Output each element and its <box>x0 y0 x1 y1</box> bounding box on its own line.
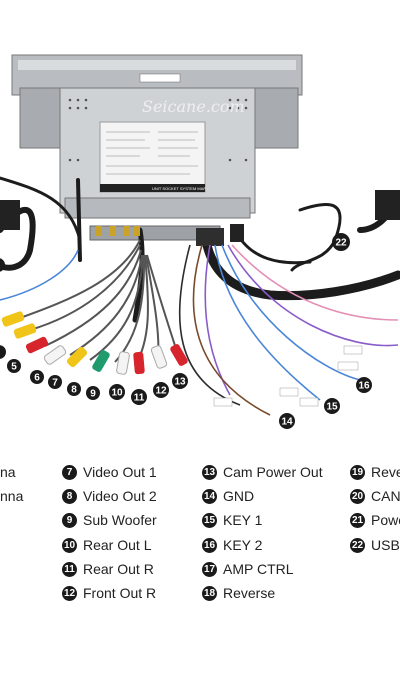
callout-15: 15 <box>324 398 340 414</box>
legend-partial-2: nna <box>0 488 24 504</box>
callout-16: 16 <box>356 377 372 393</box>
svg-text:5: 5 <box>11 362 17 373</box>
callout-7: 7 <box>48 375 62 389</box>
svg-text:15: 15 <box>326 402 338 413</box>
callout-13: 13 <box>172 373 188 389</box>
svg-text:13: 13 <box>174 377 186 388</box>
svg-text:22: 22 <box>335 238 347 249</box>
gold-connectors <box>96 226 140 236</box>
callout-11: 11 <box>131 389 147 405</box>
svg-text:16: 16 <box>358 381 370 392</box>
legend-partial-1: na <box>0 464 16 480</box>
callout-5: 5 <box>7 359 21 373</box>
legend-item-21: 21Powe <box>350 512 400 528</box>
callout-6: 6 <box>30 370 44 384</box>
svg-text:14: 14 <box>281 417 293 428</box>
signal-wires <box>0 244 399 416</box>
callout-12: 12 <box>153 382 169 398</box>
callout-partial <box>0 258 5 272</box>
brand-watermark: Seicane.com <box>142 97 245 116</box>
antenna-plug <box>0 200 20 230</box>
svg-text:10: 10 <box>111 388 123 399</box>
head-unit <box>11 54 303 241</box>
svg-text:6: 6 <box>34 373 40 384</box>
callout-22: 22 <box>332 233 350 251</box>
callout-9: 9 <box>86 386 100 400</box>
svg-text:8: 8 <box>71 385 77 396</box>
callout-partial-2 <box>0 345 6 359</box>
svg-text:11: 11 <box>134 393 145 404</box>
wire-tags <box>213 345 363 407</box>
svg-text:9: 9 <box>90 389 96 400</box>
svg-text:12: 12 <box>155 386 167 397</box>
callout-8: 8 <box>67 382 81 396</box>
connector-block <box>375 190 400 220</box>
label-strip-text: UNIT SOCKET SYSTEM MAP <box>152 186 206 191</box>
callout-10: 10 <box>109 384 125 400</box>
usb-plug <box>230 224 244 242</box>
harness-plug <box>196 228 224 246</box>
svg-text:7: 7 <box>52 378 58 389</box>
wiring-diagram: Seicane.com UNIT SOCKET SYSTEM MAP <box>0 54 400 429</box>
callout-14: 14 <box>279 413 295 429</box>
rca-plugs <box>1 311 188 375</box>
